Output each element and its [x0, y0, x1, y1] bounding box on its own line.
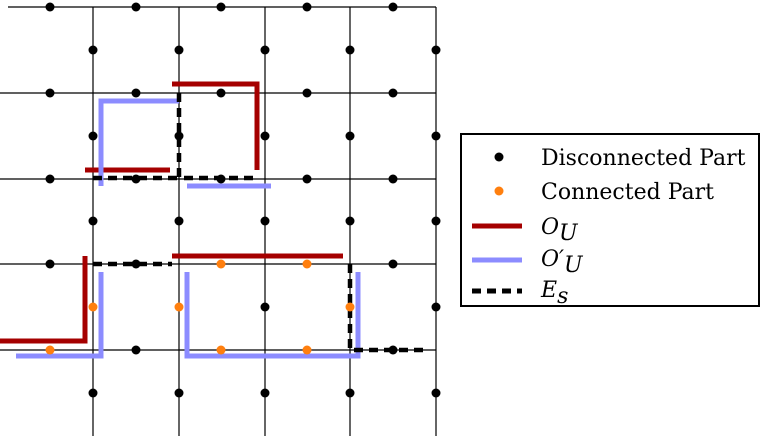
- connected-dot: [45, 345, 55, 355]
- legend-ou-label: OU: [541, 215, 579, 246]
- disconnected-dot: [131, 174, 141, 184]
- legend-es-main: E: [540, 278, 557, 303]
- es-path-3: [347, 264, 428, 353]
- disconnected-dot: [345, 216, 355, 226]
- connected-dot: [302, 259, 312, 269]
- disconnected-dot: [260, 216, 270, 226]
- disconnected-dot: [45, 259, 55, 269]
- connected-dot: [174, 302, 184, 312]
- disconnected-dot: [88, 45, 98, 55]
- legend-disconnected-marker: [494, 152, 504, 162]
- disconnected-dot: [216, 2, 226, 12]
- legend-connected-label: Connected Part: [541, 180, 714, 205]
- disconnected-dot: [174, 45, 184, 55]
- connected-dot: [88, 302, 98, 312]
- disconnected-dot: [388, 174, 398, 184]
- disconnected-dot: [431, 388, 441, 398]
- disconnected-dot: [131, 345, 141, 355]
- disconnected-dot: [45, 174, 55, 184]
- disconnected-dot: [345, 388, 355, 398]
- legend-box: [460, 133, 760, 307]
- disconnected-dot: [45, 88, 55, 98]
- disconnected-dot: [260, 45, 270, 55]
- disconnected-dot: [88, 131, 98, 141]
- disconnected-dot: [260, 388, 270, 398]
- disconnected-dot: [388, 88, 398, 98]
- ou-path-0: [172, 81, 260, 170]
- ou-prime-path-0: [98, 98, 179, 186]
- disconnected-dot: [302, 174, 312, 184]
- disconnected-dot: [302, 2, 312, 12]
- disconnected-dot: [131, 259, 141, 269]
- connected-dot: [345, 302, 355, 312]
- ou-prime-paths: [16, 98, 361, 359]
- connected-dot: [216, 345, 226, 355]
- disconnected-dot: [88, 216, 98, 226]
- disconnected-dot: [302, 88, 312, 98]
- disconnected-dot: [174, 131, 184, 141]
- disconnected-dot: [388, 2, 398, 12]
- legend-ou-main: O: [541, 215, 559, 240]
- es-path-0: [176, 93, 255, 181]
- disconnected-dot: [345, 45, 355, 55]
- legend: Disconnected Part Connected Part OU O′U …: [460, 133, 760, 309]
- ou-path-3: [0, 256, 88, 344]
- disconnected-dot: [388, 259, 398, 269]
- disconnected-dot: [431, 131, 441, 141]
- grid-dots: [45, 2, 441, 398]
- legend-ou-prime-sub: U: [564, 253, 584, 278]
- disconnected-dot: [431, 45, 441, 55]
- disconnected-dot: [131, 2, 141, 12]
- disconnected-dot: [431, 302, 441, 312]
- disconnected-dot: [88, 388, 98, 398]
- disconnected-dot: [431, 216, 441, 226]
- ou-prime-path-3: [184, 272, 361, 359]
- disconnected-dot: [216, 174, 226, 184]
- legend-ou-prime-label: O′U: [541, 247, 584, 278]
- disconnected-dot: [260, 302, 270, 312]
- disconnected-dot: [388, 345, 398, 355]
- legend-ou-sub: U: [559, 221, 579, 246]
- legend-connected-marker: [494, 186, 504, 196]
- legend-ou-prime-main: O′: [541, 247, 564, 272]
- connected-dot: [302, 345, 312, 355]
- grid-lines: [0, 6, 437, 436]
- legend-es-label: Es: [540, 278, 568, 309]
- connected-dot: [216, 259, 226, 269]
- es-paths: [93, 93, 428, 353]
- legend-disconnected-label: Disconnected Part: [541, 146, 746, 171]
- ou-prime-path-2: [16, 272, 104, 359]
- legend-es-sub: s: [557, 284, 568, 309]
- ou-paths: [0, 81, 343, 344]
- disconnected-dot: [174, 388, 184, 398]
- disconnected-dot: [174, 216, 184, 226]
- disconnected-dot: [260, 131, 270, 141]
- disconnected-dot: [216, 88, 226, 98]
- disconnected-dot: [345, 131, 355, 141]
- disconnected-dot: [45, 2, 55, 12]
- disconnected-dot: [131, 88, 141, 98]
